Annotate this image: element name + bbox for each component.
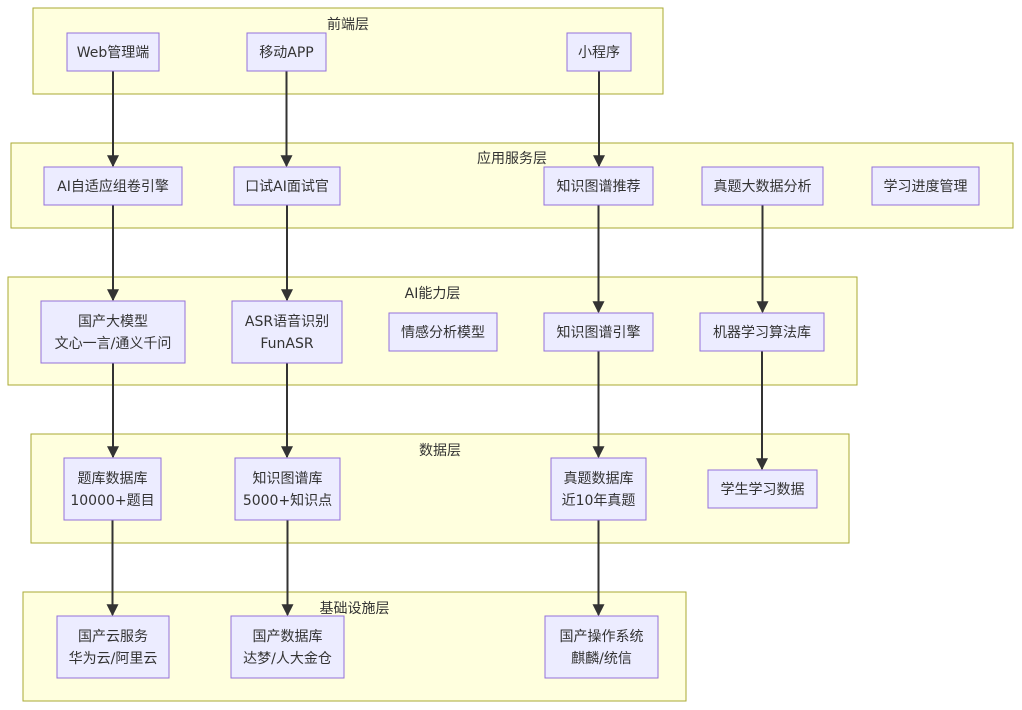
node-cloud-label-1: 国产云服务	[78, 629, 148, 645]
node-asr: ASR语音识别 FunASR	[231, 300, 343, 364]
node-qbank-box	[63, 457, 162, 521]
node-progress-label-1: 学习进度管理	[884, 179, 968, 195]
node-cloud-label-2: 华为云/阿里云	[69, 651, 158, 667]
node-kgdb-box	[234, 457, 341, 521]
node-kgdb-label-2: 5000+知识点	[243, 492, 332, 509]
node-student-label-1: 学生学习数据	[721, 482, 805, 498]
node-exam-label-1: AI自适应组卷引擎	[57, 178, 169, 195]
layer-app-title: 应用服务层	[477, 150, 547, 167]
node-mini-box	[566, 32, 632, 72]
node-kgengine-box	[543, 312, 654, 352]
node-bigdata-box	[701, 166, 824, 206]
node-emotion: 情感分析模型	[388, 312, 498, 352]
node-student-box	[707, 469, 818, 509]
node-realdb-label-2: 近10年真题	[562, 493, 636, 509]
node-exam: AI自适应组卷引擎	[43, 166, 183, 206]
node-kgrec-box	[543, 166, 654, 206]
node-asr-label-2: FunASR	[260, 336, 313, 352]
node-os-label-2: 麒麟/统信	[571, 651, 632, 667]
node-student: 学生学习数据	[707, 469, 818, 509]
node-qbank-label-2: 10000+题目	[70, 493, 154, 509]
node-interview-label-1: 口试AI面试官	[245, 179, 329, 195]
node-mini: 小程序	[566, 32, 632, 72]
node-qbank: 题库数据库 10000+题目	[63, 457, 162, 521]
node-qbank-label-1: 题库数据库	[78, 471, 148, 487]
layer-ai-title: AI能力层	[405, 286, 461, 302]
node-web-label-1: Web管理端	[77, 45, 150, 61]
node-llm-label-2: 文心一言/通义千问	[55, 336, 172, 352]
node-mobile-box	[246, 32, 327, 72]
layer-data-title: 数据层	[419, 443, 461, 459]
node-exam-box	[43, 166, 183, 206]
node-asr-box	[231, 300, 343, 364]
node-llm-label-1: 国产大模型	[78, 314, 148, 330]
node-kgdb: 知识图谱库 5000+知识点	[234, 457, 341, 521]
node-kgrec: 知识图谱推荐	[543, 166, 654, 206]
node-web: Web管理端	[66, 32, 160, 72]
node-os-label-1: 国产操作系统	[560, 629, 644, 645]
node-mini-label-1: 小程序	[578, 45, 620, 61]
node-cloud-box	[56, 615, 170, 679]
node-mobile: 移动APP	[246, 32, 327, 72]
node-progress-box	[871, 166, 980, 206]
node-kgdb-label-1: 知识图谱库	[253, 470, 323, 487]
node-os-box	[544, 615, 659, 679]
node-db-box	[230, 615, 345, 679]
node-realdb-box	[550, 457, 647, 521]
node-interview: 口试AI面试官	[233, 166, 341, 206]
node-db-label-1: 国产数据库	[253, 629, 323, 645]
node-mobile-label-1: 移动APP	[259, 45, 313, 61]
node-ml: 机器学习算法库	[699, 312, 825, 352]
layer-frontend-title: 前端层	[327, 16, 369, 33]
node-llm-box	[40, 300, 186, 364]
node-progress: 学习进度管理	[871, 166, 980, 206]
node-asr-label-1: ASR语音识别	[245, 313, 329, 330]
node-kgengine-label-1: 知识图谱引擎	[557, 324, 641, 341]
node-ml-box	[699, 312, 825, 352]
layer-infra-title: 基础设施层	[320, 600, 390, 617]
node-bigdata: 真题大数据分析	[701, 166, 824, 206]
node-emotion-label-1: 情感分析模型	[401, 324, 485, 341]
node-interview-box	[233, 166, 341, 206]
node-kgengine: 知识图谱引擎	[543, 312, 654, 352]
node-emotion-box	[388, 312, 498, 352]
node-kgrec-label-1: 知识图谱推荐	[557, 178, 641, 195]
node-ml-label-1: 机器学习算法库	[713, 325, 811, 341]
node-realdb-label-1: 真题数据库	[564, 471, 634, 487]
node-web-box	[66, 32, 160, 72]
node-bigdata-label-1: 真题大数据分析	[714, 179, 812, 195]
node-db-label-2: 达梦/人大金仓	[243, 651, 332, 667]
